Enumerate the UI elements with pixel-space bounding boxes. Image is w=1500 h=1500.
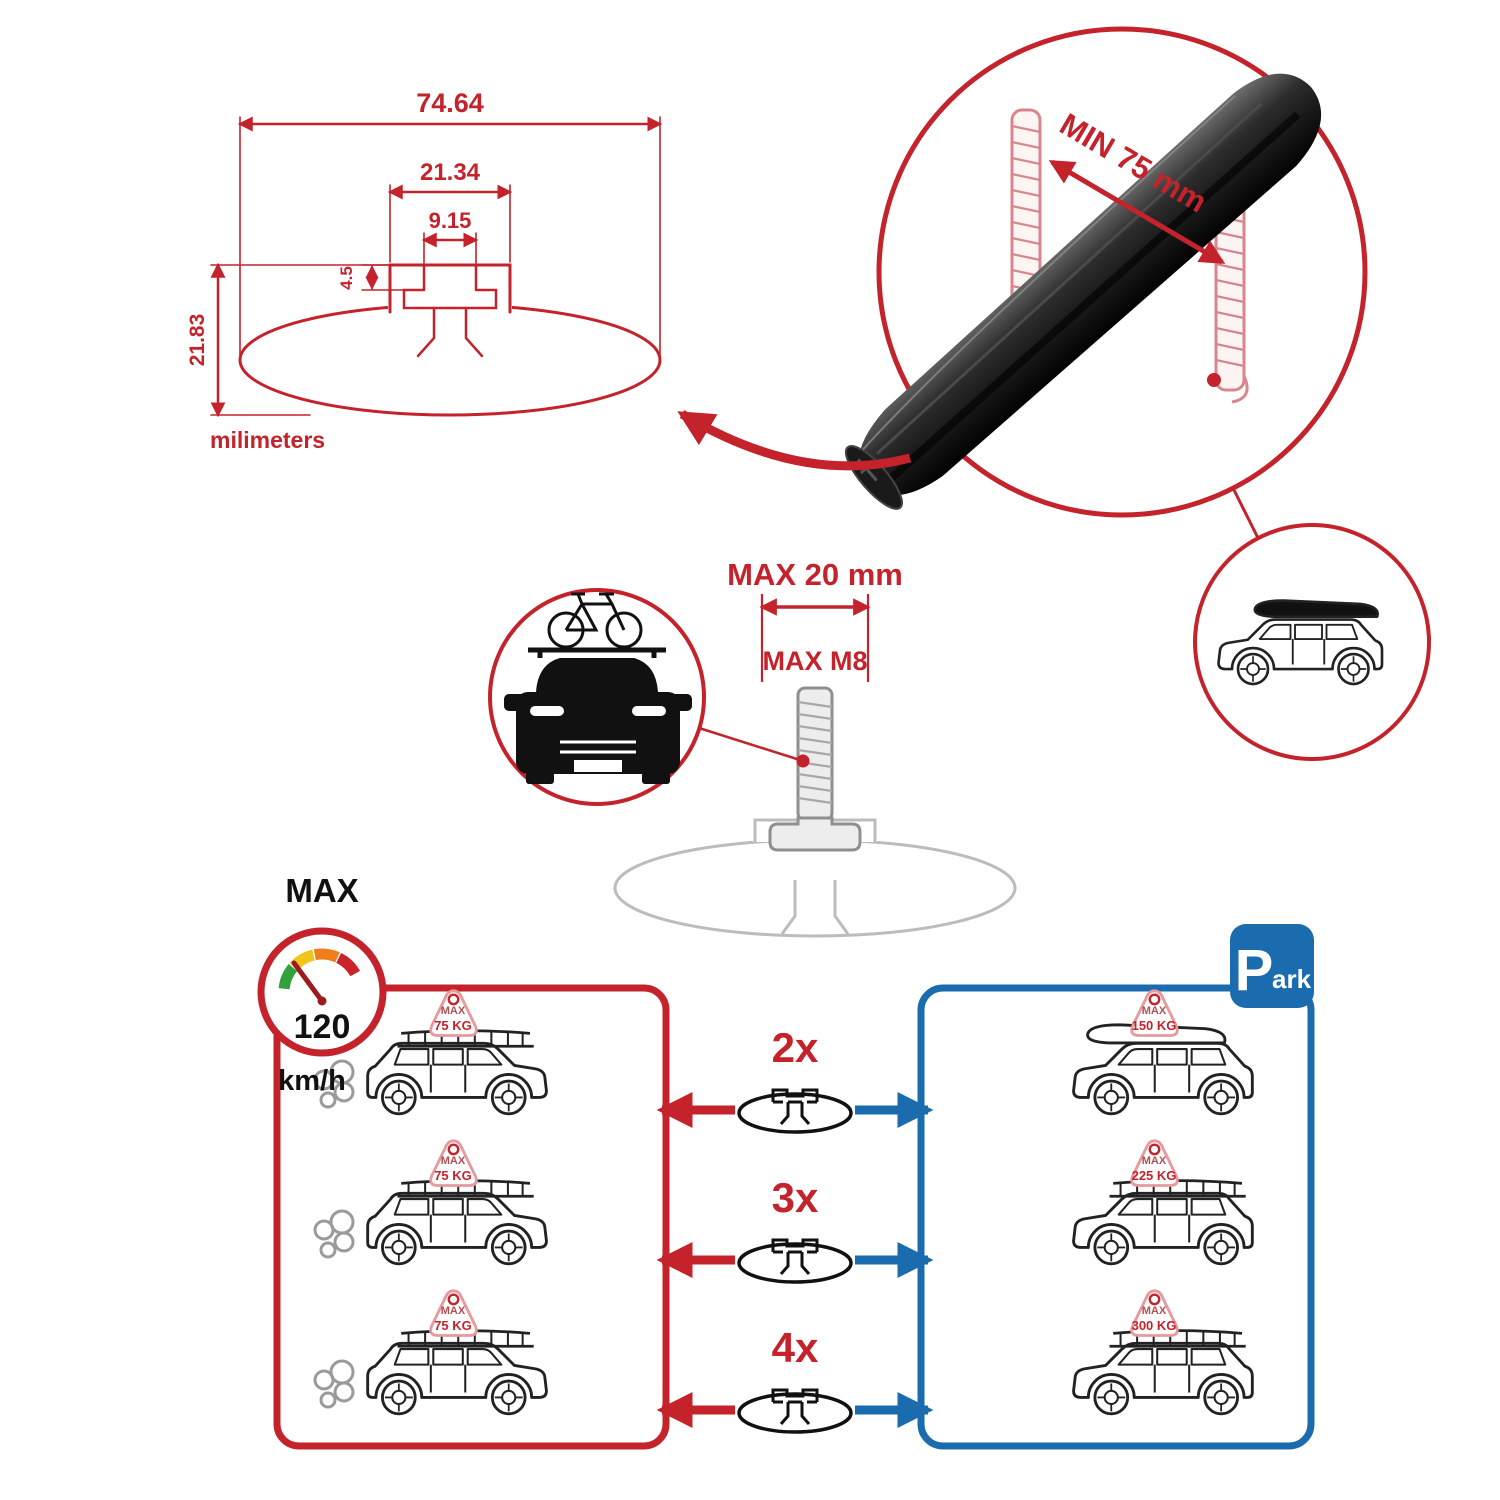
park-sign-board [1230, 924, 1314, 1008]
car-front-icon [504, 658, 692, 784]
roof-crossbar-icon [528, 647, 666, 658]
profile-hump [388, 263, 512, 314]
parking-car-row-1: MAX 150 KG [1072, 989, 1254, 1116]
load-tag-line1: MAX [1142, 1305, 1167, 1317]
profile-ellipse [238, 303, 662, 417]
connector-line [1231, 487, 1260, 539]
multiplier-row-2x: 2x [656, 1024, 934, 1134]
ext-lines-total-width [239, 116, 661, 356]
speed-limit-value: 120 [294, 1008, 351, 1046]
multiplier-label: 3x [772, 1174, 819, 1221]
park-sign: P ark [1230, 924, 1314, 1008]
driving-car-row-2: MAX 75 KG [313, 1139, 548, 1266]
units-label: milimeters [210, 427, 325, 453]
bolt-max-thread-label: MAX M8 [762, 646, 867, 676]
arrow-to-cross-section [677, 410, 912, 471]
load-tag-line1: MAX [1142, 1155, 1167, 1167]
bolt-dimension-diagram: MAX 20 mm MAX M8 [488, 557, 1017, 938]
speed-limit-unit: km/h [278, 1065, 346, 1097]
dim-slot-width-label: 9.15 [429, 208, 472, 233]
clamp-dot [1207, 373, 1221, 387]
bolt-icon [768, 686, 862, 852]
multiplier-row-3x: 3x [656, 1174, 934, 1284]
roofbox-icon [1253, 599, 1379, 618]
suv-roofbox-circle [1193, 523, 1431, 761]
dim-channel-width-label: 21.34 [420, 159, 481, 186]
crossbar-profile-icon [737, 1388, 853, 1434]
bolt-t-head [768, 816, 862, 852]
park-sign-rest: ark [1272, 964, 1312, 994]
bike-icon [547, 592, 643, 649]
detail-circle [876, 26, 1368, 518]
dim-lip-depth-label: 4.5 [337, 266, 356, 290]
load-tag-line1: MAX [1142, 1005, 1167, 1017]
ext-lines-slot-width [423, 232, 477, 264]
profile-stem [416, 306, 484, 358]
load-tag-line1: MAX [441, 1005, 466, 1017]
crossbar-profile-icon [737, 1238, 853, 1284]
grey-profile-ellipse [613, 838, 1017, 938]
multiplier-label: 4x [772, 1324, 819, 1371]
crossbar-profile-icon [737, 1088, 853, 1134]
speed-limit-title: MAX [285, 872, 358, 909]
parking-car-row-3: MAX 300 KG [1072, 1289, 1254, 1416]
crossbar-detail-circle: MIN 75 mm [677, 26, 1368, 539]
load-tag-line1: MAX [441, 1155, 466, 1167]
speedometer-pivot [317, 996, 327, 1006]
multiplier-label: 2x [772, 1024, 819, 1071]
speedometer-needle [291, 960, 325, 1004]
car-front-bike-circle [488, 588, 706, 806]
cross-section-dimension-diagram: 74.64 21.34 9.15 4.5 21.83 milimeters [186, 88, 663, 453]
grey-profile-stem [780, 880, 850, 935]
profile-slot [402, 263, 498, 310]
driving-car-row-3: MAX 75 KG [313, 1289, 548, 1416]
bolt-threads [797, 700, 833, 805]
leader-dot [796, 754, 810, 768]
load-tag-line2: 300 KG [1132, 1318, 1177, 1333]
dim-total-width-label: 74.64 [416, 88, 484, 118]
load-tag-line1: MAX [441, 1305, 466, 1317]
load-tag-line2: 225 KG [1132, 1168, 1177, 1183]
min-span-arrow [1048, 159, 1226, 265]
parking-car-row-2: MAX 225 KG [1072, 1139, 1254, 1266]
load-tag-line2: 75 KG [434, 1018, 472, 1033]
bolt-max-length-label: MAX 20 mm [727, 557, 903, 592]
speed-limit-badge: MAX 120 km/h [257, 872, 387, 1097]
driving-car-row-1: MAX 75 KG [313, 989, 548, 1116]
multiplier-row-4x: 4x [656, 1324, 934, 1434]
load-tag-line2: 75 KG [434, 1168, 472, 1183]
load-tag-line2: 75 KG [434, 1318, 472, 1333]
dim-total-height-label: 21.83 [186, 314, 209, 367]
ext-lines-total-height [210, 264, 389, 416]
load-tag-line2: 150 KG [1132, 1018, 1177, 1033]
leader-line [698, 726, 801, 762]
park-sign-letter: P [1235, 938, 1274, 1003]
